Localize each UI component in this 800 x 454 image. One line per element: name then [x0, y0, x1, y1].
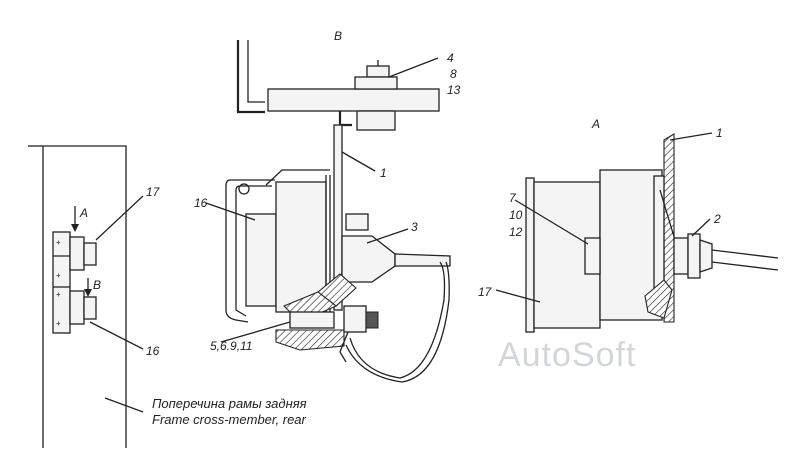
ref-5-6-9-11: 5,6.9,11 — [210, 339, 252, 353]
ref-17-frame: 17 — [146, 185, 161, 199]
screw-7 — [584, 237, 601, 275]
bracket-strip-1 — [333, 124, 343, 311]
ref-2: 2 — [713, 212, 721, 226]
ref-1-b: 1 — [380, 166, 387, 180]
svg-text:+: + — [56, 271, 61, 280]
svg-text:+: + — [56, 290, 61, 299]
ref-1-a: 1 — [716, 126, 723, 140]
watermark: AutoSoft — [498, 336, 636, 374]
ref-4: 4 — [447, 51, 454, 65]
caption-en: Frame cross-member, rear — [152, 412, 307, 427]
frame-cross-member-view: + + + + A B 17 16 Поперечина рамы задняя… — [28, 145, 307, 448]
clamp-hatched — [275, 329, 345, 351]
ref-16-b: 16 — [194, 196, 208, 210]
bolt-head-13 — [356, 110, 396, 131]
svg-text:+: + — [56, 319, 61, 328]
grommet-hatched — [644, 279, 673, 319]
lamp-connector-lower — [69, 290, 85, 325]
ref-13: 13 — [447, 83, 461, 97]
lamp-connector-upper — [69, 236, 85, 271]
view-arrow-b-label: B — [93, 278, 101, 292]
view-arrow-b-icon — [84, 289, 92, 297]
view-b-title: B — [334, 29, 342, 43]
lamp-housing-16 — [225, 179, 275, 323]
svg-text:+: + — [56, 238, 61, 247]
ref-16-frame: 16 — [146, 344, 160, 358]
view-arrow-a-label: A — [79, 206, 88, 220]
terminal-bolt — [289, 311, 335, 329]
cable-out — [394, 253, 451, 267]
view-a-section: A 1 7 10 12 2 17 — [478, 117, 779, 333]
ref-12: 12 — [509, 225, 523, 239]
terminal-nut — [343, 305, 367, 333]
ref-7: 7 — [509, 191, 517, 205]
ref-10: 10 — [509, 208, 523, 222]
lamp-bracket-plate — [52, 231, 71, 334]
mounting-plate — [267, 88, 440, 112]
view-arrow-a-icon — [71, 224, 79, 232]
cross-member-outline — [42, 145, 127, 448]
cable-2 — [711, 249, 779, 271]
washer-8 — [354, 76, 398, 90]
connector-2 — [673, 237, 689, 275]
nut-4 — [366, 65, 390, 78]
caption-ru: Поперечина рамы задняя — [152, 396, 307, 411]
ref-8: 8 — [450, 67, 457, 81]
view-b-section: B 4 8 13 1 16 3 — [194, 29, 461, 383]
connector-nut — [345, 213, 369, 231]
view-a-title: A — [591, 117, 600, 131]
lamp-lens — [525, 177, 535, 333]
ref-17-a: 17 — [478, 285, 493, 299]
frame-angle-bracket — [236, 40, 265, 114]
ground-wire — [349, 261, 446, 379]
ref-3: 3 — [411, 220, 418, 234]
